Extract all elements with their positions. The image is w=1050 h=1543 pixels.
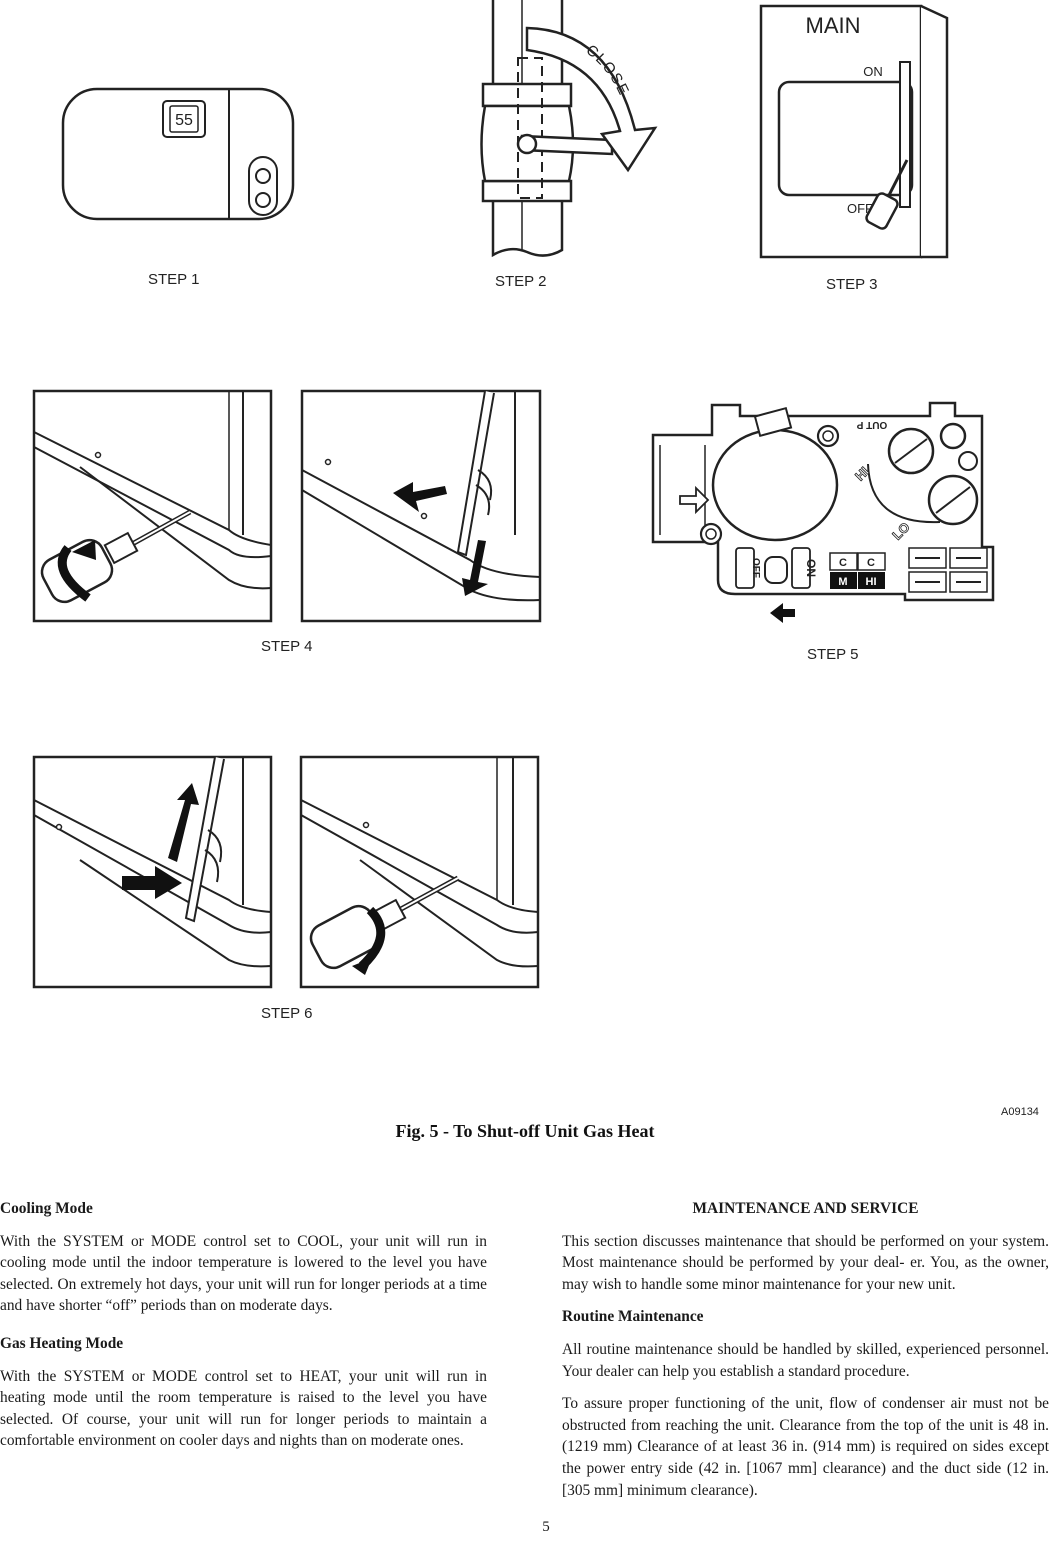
routine-maintenance-text: All routine maintenance should be handle…: [562, 1340, 1049, 1380]
maintenance-heading: MAINTENANCE AND SERVICE: [692, 1200, 919, 1217]
on-label: ON: [804, 559, 818, 577]
off-label: OFF: [750, 558, 761, 578]
step-5-label: STEP 5: [807, 646, 859, 663]
figure-code: A09134: [1001, 1106, 1039, 1118]
c-terminal-1: C: [839, 557, 847, 569]
step-3-label: STEP 3: [826, 276, 878, 293]
cooling-mode-heading: Cooling Mode: [0, 1200, 93, 1217]
thermostat-illustration: 55: [61, 87, 295, 221]
manual-gas-valve-illustration: CLOSE: [480, 0, 658, 258]
right-column: MAINTENANCE AND SERVICE This section dis…: [562, 1198, 1049, 1512]
gas-heating-mode-text: With the SYSTEM or MODE control set to H…: [0, 1367, 487, 1450]
step6-panel-screw: [299, 755, 540, 989]
step-2-label: STEP 2: [495, 273, 547, 290]
main-disconnect-switch-illustration: MAIN ON OFF: [759, 4, 949, 259]
left-column: Cooling Mode With the SYSTEM or MODE con…: [0, 1198, 487, 1463]
shutoff-figure: 55 CLOSE MAIN ON OFF: [32, 0, 995, 989]
gas-control-valve-illustration: OUT P HI LO OFF ON C C M HI: [651, 401, 995, 623]
c-terminal-2: C: [867, 557, 875, 569]
maintenance-intro-text: This section discusses maintenance that …: [562, 1232, 1049, 1293]
step4-panel-screw: [32, 389, 273, 623]
figure-caption: Fig. 5 - To Shut-off Unit Gas Heat: [395, 1121, 655, 1141]
cooling-mode-text: With the SYSTEM or MODE control set to C…: [0, 1232, 487, 1315]
m-terminal: M: [838, 576, 847, 588]
outp-label: OUT P: [856, 419, 887, 430]
step6-panel-replace: [32, 755, 273, 989]
gas-heating-mode-heading: Gas Heating Mode: [0, 1334, 124, 1352]
routine-maintenance-heading: Routine Maintenance: [562, 1308, 704, 1326]
thermostat-display: 55: [175, 112, 193, 129]
switch-on-label: ON: [863, 64, 883, 79]
switch-title: MAIN: [806, 13, 861, 38]
step-6-label: STEP 6: [261, 1005, 313, 1022]
step4-panel-remove: [300, 389, 542, 623]
clearance-text: To assure proper functioning of the unit…: [562, 1395, 1049, 1499]
hi-terminal: HI: [866, 576, 877, 588]
page-number: 5: [542, 1519, 550, 1535]
switch-off-label: OFF: [847, 201, 873, 216]
step-4-label: STEP 4: [261, 638, 313, 655]
step-1-label: STEP 1: [148, 271, 200, 288]
